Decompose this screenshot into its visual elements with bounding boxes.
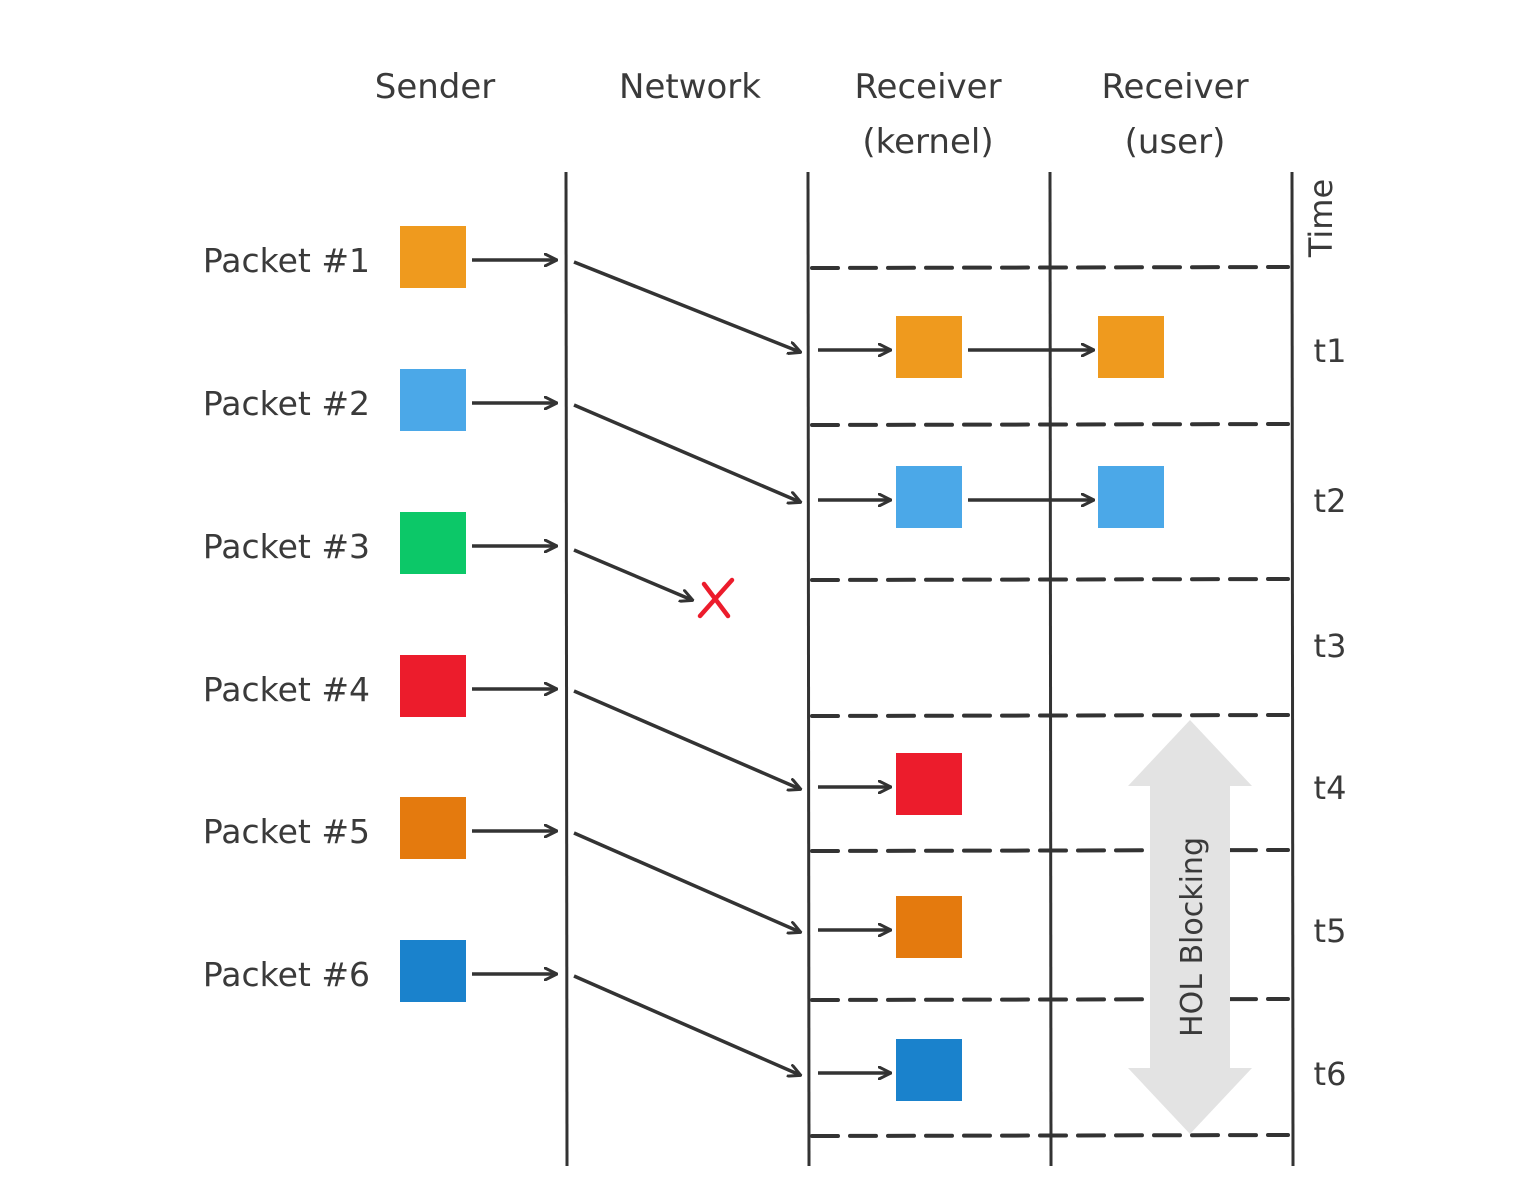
packet-3: Packet #3 [203, 512, 735, 619]
lane-line-receiver-kernel [1048, 171, 1053, 1167]
packet-square-user [1098, 316, 1164, 378]
time-slot-label-t4: t4 [1314, 769, 1347, 807]
lane-line-receiver-user [1290, 171, 1295, 1167]
packet-label: Packet #1 [203, 241, 370, 280]
packet-square-sender [400, 940, 466, 1002]
packet-2: Packet #2 [203, 369, 1164, 528]
network-arrow [573, 974, 800, 1075]
lane-title-receiver-kernel-sub: (kernel) [862, 122, 993, 162]
network-arrow [573, 831, 800, 932]
packets: Packet #1 Packet #2 Packet #3 Packet #4 Pack… [203, 226, 1164, 1101]
network-arrow [573, 260, 800, 352]
packet-label: Packet #6 [203, 955, 370, 994]
packet-square-sender [400, 655, 466, 717]
lane-title-network: Network [619, 67, 761, 107]
network-arrow [573, 689, 800, 789]
packet-label: Packet #5 [203, 812, 370, 851]
packet-square-kernel [896, 896, 962, 958]
lane-line-sender [564, 171, 569, 1167]
time-slot-label-t1: t1 [1314, 332, 1347, 370]
network-arrow [573, 548, 692, 600]
network-arrow [573, 403, 800, 502]
packet-square-kernel [896, 316, 962, 378]
hol-blocking-label: HOL Blocking [1175, 837, 1210, 1037]
packet-square-sender [400, 226, 466, 288]
time-slot-label-t5: t5 [1314, 912, 1347, 950]
packet-lost-x-icon [697, 577, 735, 619]
lane-titles: Sender Network Receiver (kernel) Receiver (us… [375, 67, 1249, 162]
hol-blocking-arrow [1128, 720, 1252, 1134]
packet-square-kernel [896, 466, 962, 528]
time-slot-label-t2: t2 [1314, 482, 1347, 520]
hol-blocking-group: HOL Blocking [1128, 720, 1252, 1134]
packet-square-user [1098, 466, 1164, 528]
lane-lines [564, 171, 1295, 1167]
time-slot-label-t3: t3 [1314, 627, 1347, 665]
time-axis: Time t1 t2 t3 t4 t5 t6 [1302, 179, 1346, 1093]
lane-title-receiver-kernel: Receiver [854, 67, 1001, 107]
packet-square-sender [400, 512, 466, 574]
packet-1: Packet #1 [203, 226, 1164, 378]
packet-label: Packet #2 [203, 384, 370, 423]
packet-square-kernel [896, 1039, 962, 1101]
packet-square-kernel [896, 753, 962, 815]
time-axis-label: Time [1302, 179, 1340, 258]
lane-line-network [806, 171, 811, 1167]
packet-label: Packet #4 [203, 670, 370, 709]
lane-title-receiver-user-sub: (user) [1125, 122, 1226, 162]
lane-title-sender: Sender [375, 67, 496, 107]
packet-4: Packet #4 [203, 655, 962, 815]
packet-square-sender [400, 797, 466, 859]
time-slot-label-t6: t6 [1314, 1055, 1347, 1093]
packet-5: Packet #5 [203, 797, 962, 958]
lane-title-receiver-user: Receiver [1101, 67, 1248, 107]
packet-6: Packet #6 [203, 940, 962, 1101]
packet-label: Packet #3 [203, 527, 370, 566]
packet-square-sender [400, 369, 466, 431]
